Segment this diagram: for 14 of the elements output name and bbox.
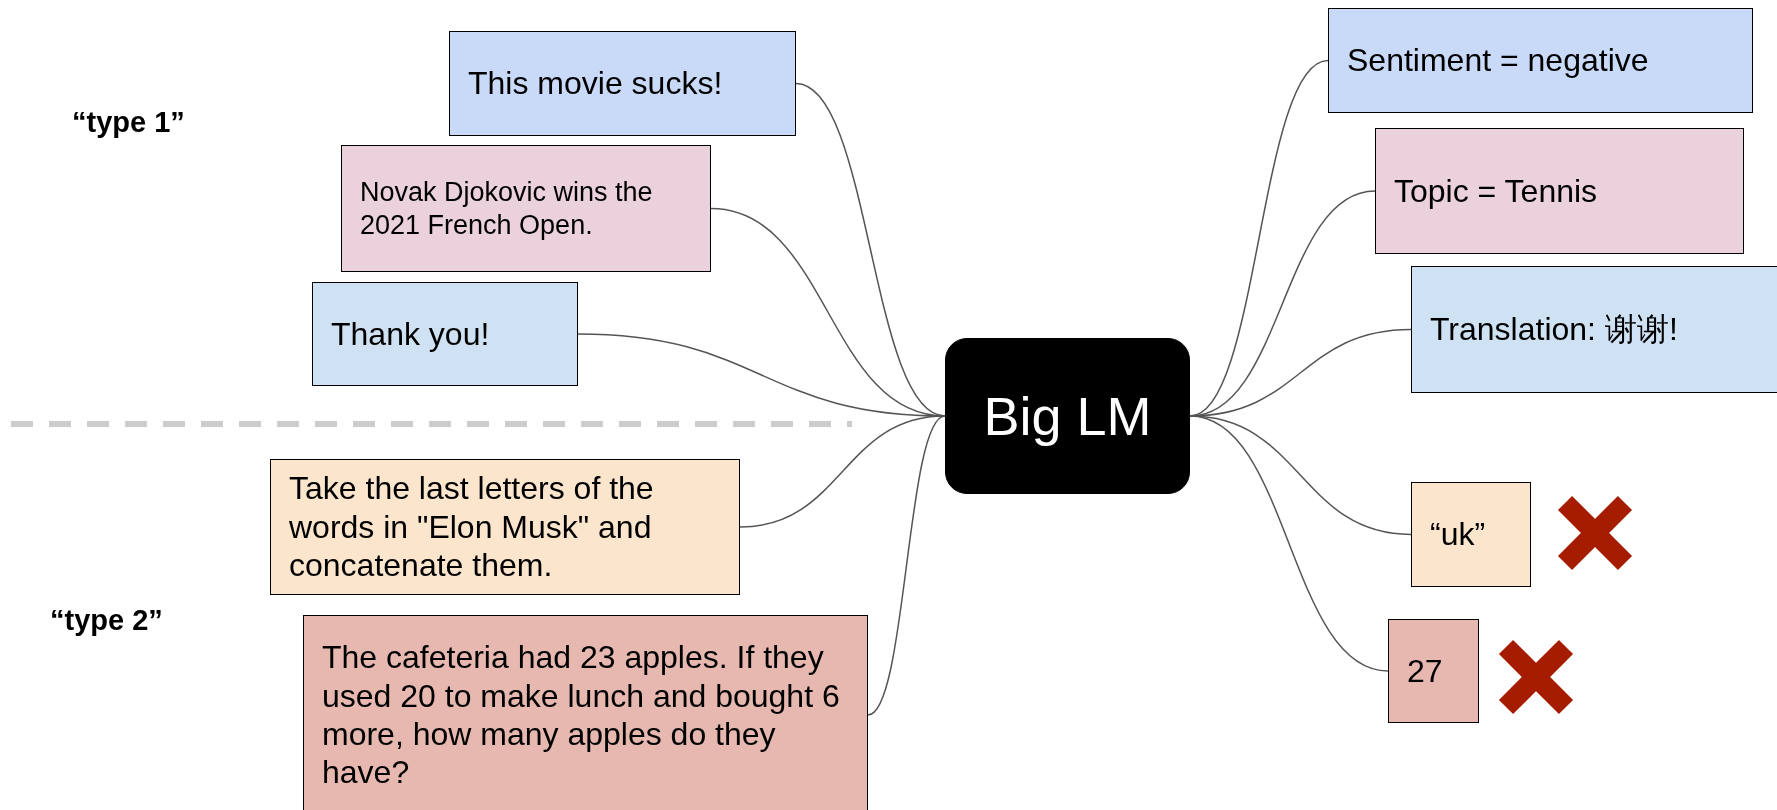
text-box: This movie sucks! — [449, 31, 796, 136]
text-box: “uk” — [1411, 482, 1531, 587]
text-box: Take the last letters of the words in "Elon Musk" and concatenate them. — [270, 459, 740, 595]
text-box: The cafeteria had 23 apples. If they used 20 to make lunch and bought 6 more, how many apples do they have? — [303, 615, 868, 810]
text-box: Translation: 谢谢! — [1411, 266, 1777, 393]
text-box: Sentiment = negative — [1328, 8, 1753, 113]
text-box: Topic = Tennis — [1375, 128, 1744, 254]
connector-curve — [867, 415, 946, 716]
text-box: 27 — [1388, 619, 1479, 723]
group-label: “type 2” — [50, 604, 163, 637]
model-box: Big LM — [945, 338, 1190, 494]
text-box: Thank you! — [312, 282, 578, 386]
group-label: “type 1” — [72, 106, 185, 139]
text-box: Novak Djokovic wins the 2021 French Open. — [341, 145, 711, 272]
